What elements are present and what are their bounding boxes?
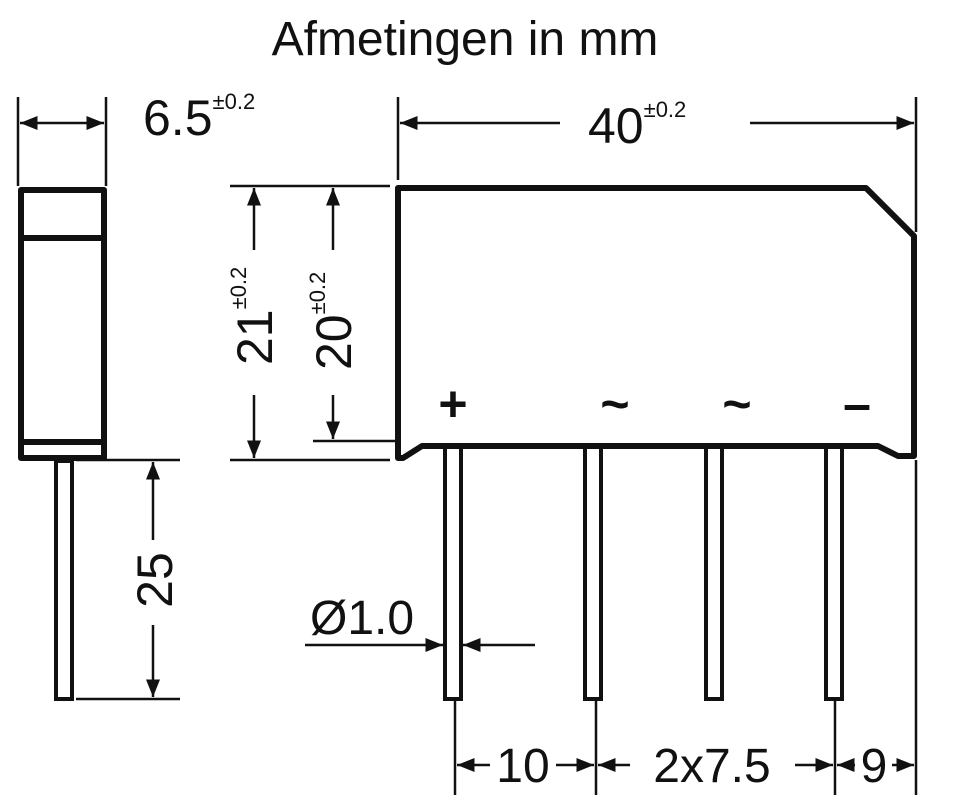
side-view-body (18, 187, 107, 461)
lead-plus (443, 445, 463, 701)
total-height-dim-label: 21±0.2 (226, 267, 283, 365)
plus-marking: + (438, 376, 467, 432)
length-dim-label: 40±0.2 (588, 97, 686, 154)
side-view: 6.5±0.2 25 (16, 89, 255, 701)
front-view: + ~ ~ – 40±0.2 21±0.2 20±0.2 Ø1.0 (226, 97, 918, 795)
lead-length-dim-label: 25 (127, 552, 183, 608)
thickness-dim-label: 6.5±0.2 (143, 89, 255, 146)
lead-ac2 (704, 445, 724, 701)
lead-diameter-label: Ø1.0 (310, 592, 414, 645)
pin-spacing-last-label: 9 (861, 740, 888, 793)
side-view-lead (54, 459, 74, 701)
minus-marking: – (843, 376, 871, 432)
drawing-title: Afmetingen in mm (272, 13, 659, 66)
pin-spacing-middle-label: 2x7.5 (653, 740, 770, 793)
pin-spacing-first-label: 10 (496, 740, 549, 793)
lead-ac1 (583, 445, 603, 701)
ac-marking: ~ (722, 376, 751, 432)
body-height-dim-label: 20±0.2 (305, 272, 362, 370)
ac-marking: ~ (600, 376, 629, 432)
lead-minus (824, 445, 844, 701)
front-view-body (395, 185, 917, 461)
